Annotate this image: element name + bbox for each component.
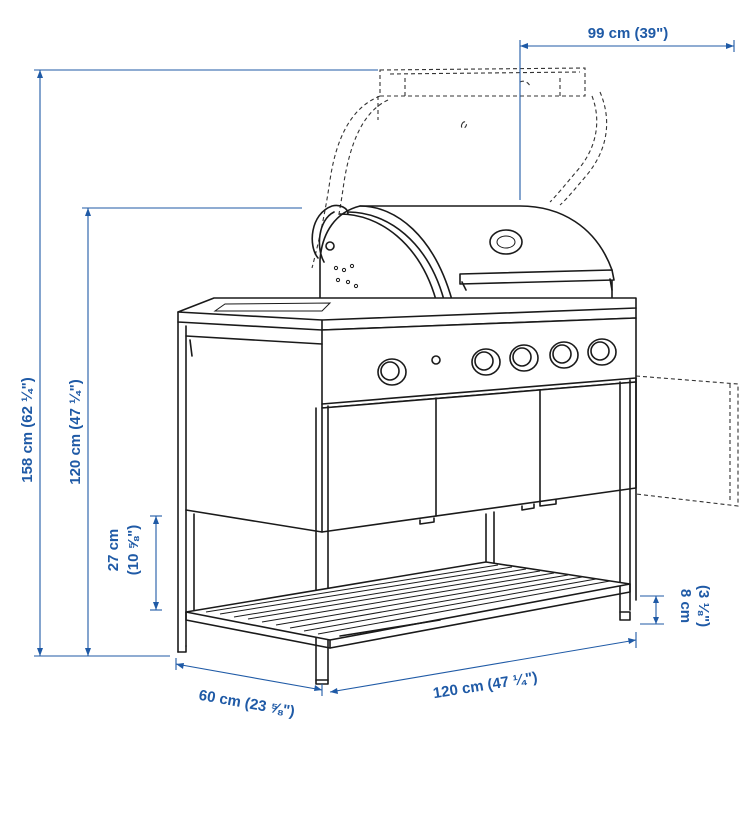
cabinet-doors (321, 381, 637, 533)
dimension-shelf-height: 27 cm (105, 529, 122, 572)
control-knobs (377, 338, 617, 386)
open-lid-outline (311, 67, 608, 269)
grill-lid (311, 204, 615, 301)
dimension-depth: 60 cm (23 ⅝") (197, 687, 296, 721)
side-extension-outline (635, 375, 739, 507)
dimension-shelf-height-imperial: (10 ⅝") (125, 525, 142, 575)
dimension-open-height: 158 cm (62 ¼") (19, 377, 36, 483)
dimension-foot-height-imperial: (3 ⅛") (695, 585, 712, 627)
knob-icon (587, 338, 617, 366)
bottom-shelf (185, 561, 631, 649)
knob-icon (509, 344, 539, 372)
knob-icon (471, 348, 501, 376)
knob-icon (377, 358, 407, 386)
dimension-lines (34, 40, 735, 696)
dimension-foot-height: 8 cm (677, 589, 694, 623)
dimension-open-depth: 99 cm (39") (588, 25, 669, 42)
dimension-height: 120 cm (47 ¼") (67, 379, 84, 485)
frame (177, 321, 637, 685)
igniter-icon (431, 355, 441, 365)
knob-icon (549, 341, 579, 369)
dimension-width: 120 cm (47 ¼") (432, 669, 539, 702)
